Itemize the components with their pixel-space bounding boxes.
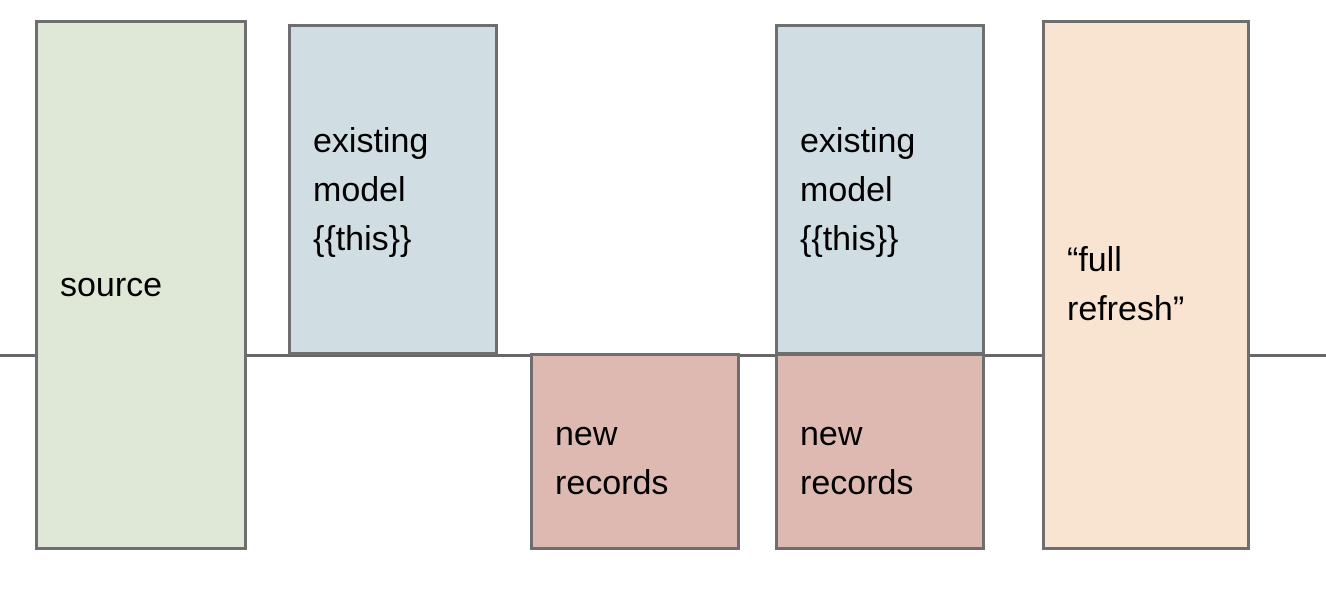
box-existing-model-2-label: existing model {{this}} bbox=[800, 122, 916, 258]
box-new-records-1[interactable]: new records bbox=[530, 353, 740, 550]
box-existing-model-1[interactable]: existing model {{this}} bbox=[288, 24, 498, 355]
box-source-label: source bbox=[60, 265, 163, 304]
box-full-refresh[interactable]: “full refresh” bbox=[1042, 20, 1250, 550]
box-existing-model-1-label: existing model {{this}} bbox=[313, 122, 429, 258]
box-new-records-2-label: new records bbox=[800, 414, 914, 502]
box-new-records-1-label: new records bbox=[555, 414, 669, 502]
box-new-records-2[interactable]: new records bbox=[775, 353, 985, 550]
box-existing-model-2[interactable]: existing model {{this}} bbox=[775, 24, 985, 355]
box-full-refresh-label: “full refresh” bbox=[1067, 241, 1185, 328]
box-source[interactable]: source bbox=[35, 20, 247, 550]
